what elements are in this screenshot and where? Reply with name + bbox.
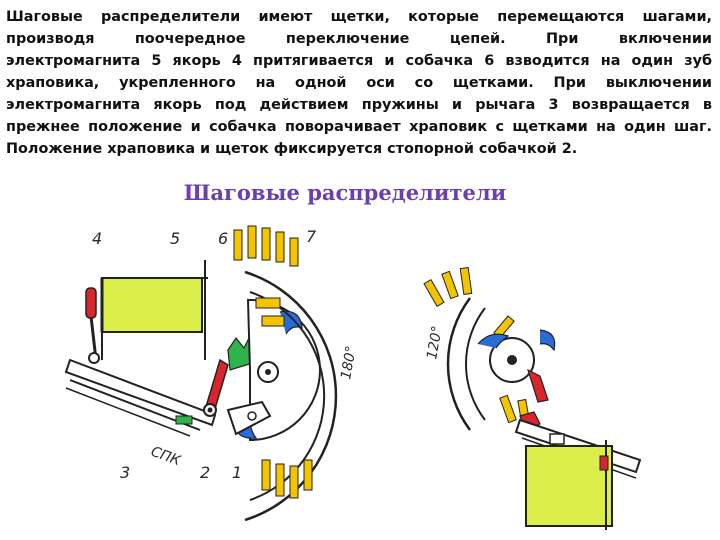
paragraph-line-4: храповика, укрепленного на одной оси со …: [6, 75, 712, 91]
paragraph-line-5: электромагнита якорь под действием пружи…: [6, 97, 712, 113]
armature-4: [85, 287, 100, 364]
paragraph-line-3: электромагнита 5 якорь 4 притягивается и…: [6, 53, 712, 69]
coil-right: [514, 418, 642, 530]
label-7: 7: [306, 227, 317, 246]
label-spk: СПК: [149, 444, 184, 470]
blue-hook-upper: [279, 310, 303, 335]
brushes-top: [233, 225, 299, 267]
label-3: 3: [120, 463, 130, 482]
description-paragraph: Шаговые распределители имеют щетки, кото…: [6, 6, 712, 160]
paragraph-line-1: Шаговые распределители имеют щетки, кото…: [6, 9, 712, 25]
paragraph-line-2: производя поочередное переключение цепей…: [6, 31, 712, 47]
ratchet-wheel-right: [477, 329, 556, 431]
label-1: 1: [232, 463, 242, 482]
ratchet-wheel: [246, 298, 322, 442]
paragraph-line-7: Положение храповика и щеток фиксируется …: [6, 141, 578, 157]
lever-3: [64, 358, 217, 437]
brushes-right: [423, 267, 531, 428]
label-120: 120°: [424, 325, 446, 361]
electromagnet-coil-5: [100, 260, 208, 360]
label-5: 5: [170, 229, 180, 248]
spk-contact: [175, 415, 193, 425]
paragraph-line-6: прежнее положение и собачка поворачивает…: [6, 119, 712, 135]
stop-pawl-2: [226, 400, 272, 436]
brushes-bottom: [261, 459, 313, 499]
label-2: 2: [200, 463, 210, 482]
brushes-wheel: [255, 297, 285, 327]
label-4: 4: [92, 229, 102, 248]
contact-field-120: [446, 297, 486, 431]
stepping-distributor-diagram: 4 5 6 7 3 2 1 СПК 180° 120°: [64, 225, 642, 530]
figure-title: Шаговые распределители: [183, 180, 507, 205]
label-6: 6: [218, 229, 228, 248]
pawl-6: [203, 358, 229, 417]
label-180: 180°: [338, 345, 360, 381]
